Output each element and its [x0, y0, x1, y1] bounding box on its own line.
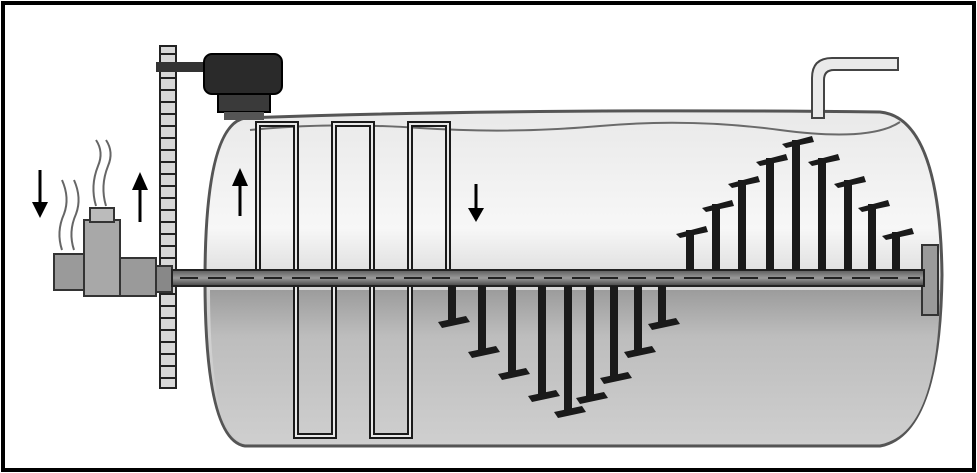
liquid-region — [210, 290, 940, 444]
motor — [204, 54, 282, 94]
ladder-rack — [160, 46, 176, 388]
